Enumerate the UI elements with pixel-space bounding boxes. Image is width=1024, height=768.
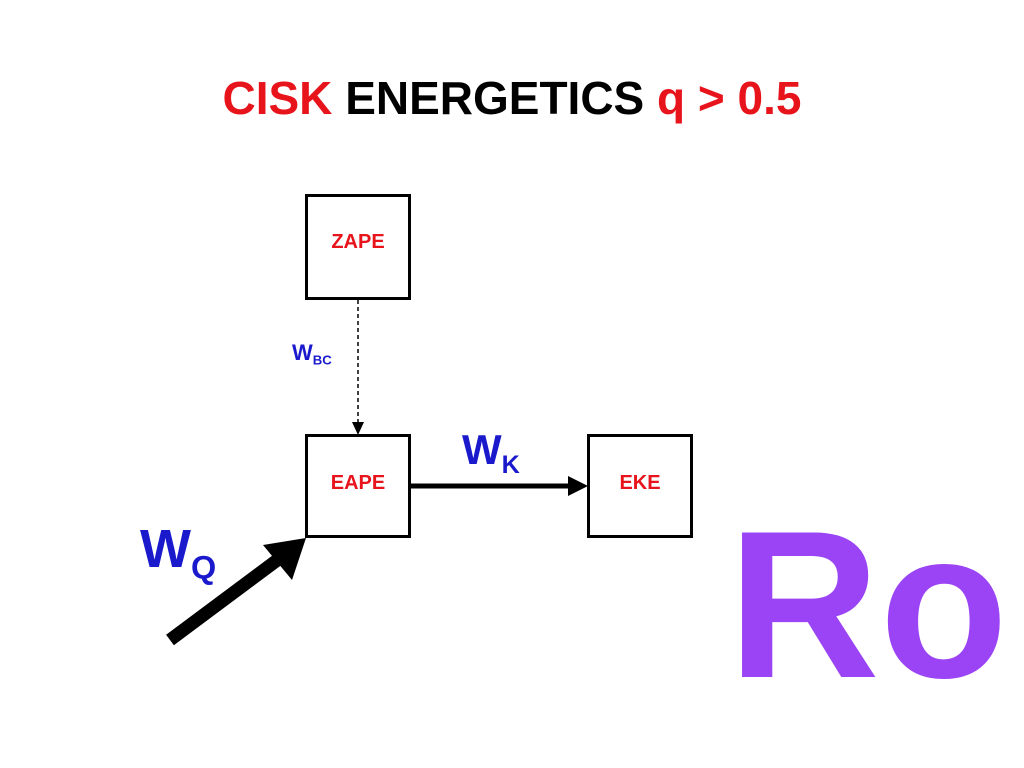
slide-title: CISK ENERGETICS q > 0.5 — [0, 68, 1024, 128]
wk-main: W — [462, 426, 502, 473]
wq-sub: Q — [190, 549, 217, 586]
wk-label: WK — [462, 426, 520, 477]
eke-box: EKE — [587, 434, 693, 538]
wk-sub: K — [501, 450, 520, 479]
zape-label: ZAPE — [331, 230, 385, 253]
zape-box: ZAPE — [305, 194, 411, 300]
wbc-main: W — [292, 340, 313, 365]
wq-label: WQ — [140, 518, 216, 584]
wk-arrow-head — [568, 476, 588, 496]
wbc-arrow-head — [352, 422, 364, 435]
title-condition: q > 0.5 — [657, 72, 802, 124]
wq-main: W — [140, 519, 191, 579]
eape-box: EAPE — [305, 434, 411, 538]
wq-arrow-line — [166, 552, 284, 646]
title-cisk: CISK — [222, 72, 333, 124]
ro-text: Ro — [728, 487, 1008, 722]
wq-arrow-head — [263, 538, 306, 580]
eape-label: EAPE — [330, 471, 386, 494]
eke-label: EKE — [619, 471, 661, 494]
wbc-label: WBC — [292, 340, 332, 368]
wbc-sub: BC — [312, 352, 332, 368]
title-energetics: ENERGETICS — [345, 72, 645, 124]
